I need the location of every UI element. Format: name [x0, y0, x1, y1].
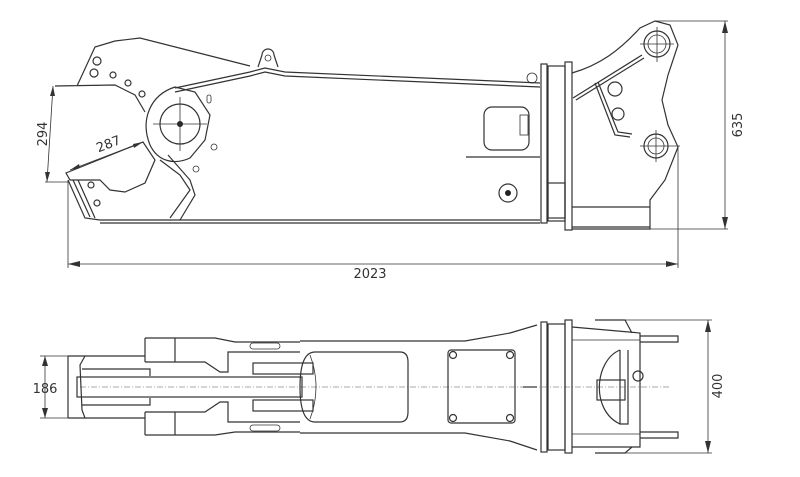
dimension-overall-length: 2023 [67, 147, 679, 282]
mounting-bracket [571, 20, 679, 230]
lifting-eye [257, 48, 279, 68]
jaw-arm [76, 376, 303, 398]
dimension-overall-height: 635 [650, 20, 746, 230]
side-view: 294 287 2023 635 [36, 20, 746, 282]
pivot-housing [145, 86, 211, 163]
jaw-frame [144, 337, 300, 436]
svg-text:186: 186 [33, 382, 58, 397]
cylinder [299, 351, 409, 423]
jaw-tip [67, 355, 145, 419]
grease-fitting [498, 183, 518, 203]
svg-text:635: 635 [731, 113, 746, 138]
svg-text:294: 294 [36, 122, 51, 147]
top-view: 186 400 [33, 319, 726, 454]
dimension-jaw-length: 287 [69, 133, 144, 171]
main-body [100, 67, 541, 224]
svg-text:400: 400 [711, 374, 726, 399]
lower-jaw [65, 141, 156, 221]
svg-text:2023: 2023 [353, 267, 386, 282]
access-plate [447, 349, 516, 424]
access-cover [483, 106, 530, 151]
dimension-overall-width: 400 [625, 319, 726, 454]
svg-text:287: 287 [94, 133, 123, 156]
dimension-jaw-opening: 294 [36, 85, 68, 183]
upper-jaw [54, 37, 251, 113]
dimension-jaw-width: 186 [33, 355, 68, 419]
